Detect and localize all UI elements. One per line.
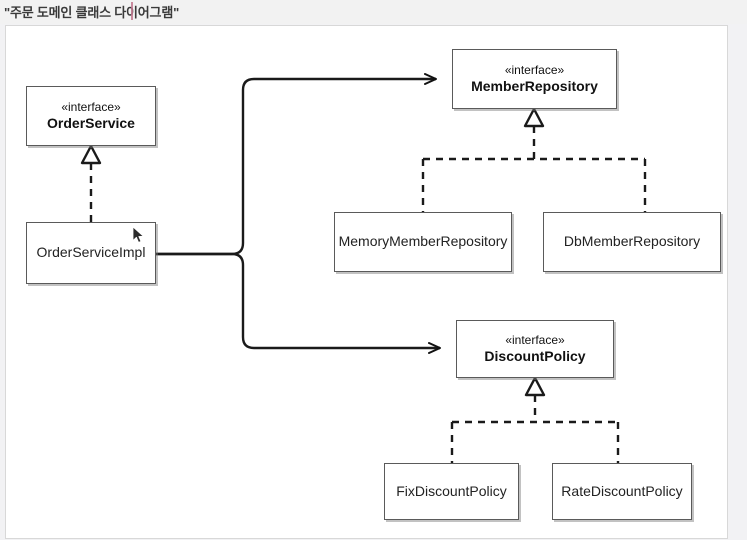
class-box-order-service[interactable]: «interface» OrderService	[26, 86, 156, 146]
edge-impl-to-orderservice	[80, 144, 102, 222]
edge-repos-to-memberrepository	[421, 107, 647, 212]
stereotype-label: «interface»	[504, 62, 565, 77]
stereotype-label: «interface»	[61, 99, 121, 114]
class-name-label: OrderServiceImpl	[36, 244, 146, 261]
class-name-label: MemberRepository	[471, 77, 598, 94]
text-caret	[131, 2, 133, 20]
class-box-discount-policy[interactable]: «interface» DiscountPolicy	[456, 320, 614, 378]
edge-policies-to-discountpolicy	[450, 376, 620, 463]
class-name-label: DiscountPolicy	[484, 347, 586, 364]
class-name-label: OrderService	[47, 114, 135, 131]
class-box-fix-discount-policy[interactable]: FixDiscountPolicy	[384, 463, 519, 520]
class-name-label: DbMemberRepository	[563, 233, 701, 250]
class-box-db-member-repository[interactable]: DbMemberRepository	[543, 212, 721, 272]
page-title[interactable]: "주문 도메인 클래스 다이어그램"	[4, 5, 180, 20]
class-name-label: RateDiscountPolicy	[561, 482, 683, 499]
diagram-canvas[interactable]: MemberRepository / DiscountPolicy (solid…	[5, 25, 728, 539]
class-name-label: MemoryMemberRepository	[338, 233, 508, 250]
class-box-rate-discount-policy[interactable]: RateDiscountPolicy	[552, 463, 692, 520]
class-box-memory-member-repository[interactable]: MemoryMemberRepository	[334, 212, 512, 272]
class-box-order-service-impl[interactable]: OrderServiceImpl	[26, 222, 156, 284]
class-box-member-repository[interactable]: «interface» MemberRepository	[452, 49, 617, 109]
class-name-label: FixDiscountPolicy	[396, 482, 507, 499]
title-bar: "주문 도메인 클래스 다이어그램"	[0, 0, 747, 24]
stereotype-label: «interface»	[505, 332, 565, 347]
